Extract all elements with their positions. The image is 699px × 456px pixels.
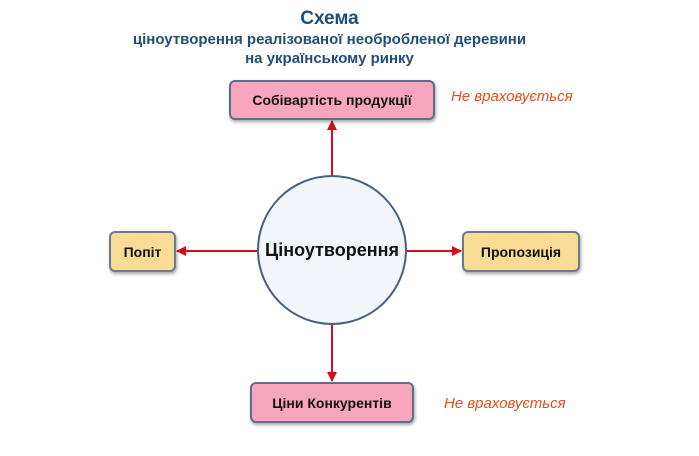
diagram-subtitle-line-2: на українському ринку — [245, 50, 414, 67]
center-node-pricing: Ціноутворення — [257, 175, 407, 325]
diagram-title: Схема — [300, 8, 359, 29]
node-cost-of-production: Собівартість продукції — [229, 80, 435, 120]
node-competitor-prices: Ціни Конкурентів — [250, 382, 414, 423]
note-not-considered-cost: Не враховується — [451, 88, 573, 105]
node-demand: Попіт — [109, 231, 176, 272]
node-demand-label: Попіт — [123, 243, 162, 260]
note-not-considered-competitors: Не враховується — [444, 395, 566, 412]
node-supply-label: Пропозиція — [480, 243, 562, 260]
node-competitors-label: Ціни Конкурентів — [272, 394, 392, 411]
diagram-subtitle-line-1: ціноутворення реалізованої необробленої … — [132, 31, 527, 48]
center-node-label: Ціноутворення — [265, 239, 399, 260]
node-supply: Пропозиція — [462, 231, 580, 272]
node-cost-label: Собівартість продукції — [252, 92, 412, 108]
